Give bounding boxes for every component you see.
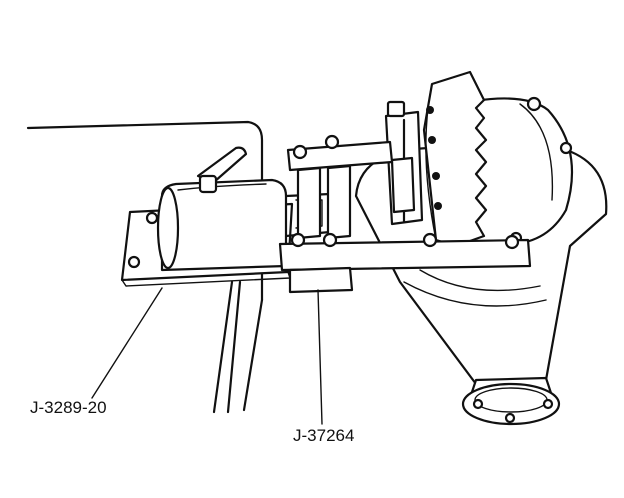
holding-fixture-frame xyxy=(26,120,264,414)
ring-gear xyxy=(422,70,488,248)
leader-j37264 xyxy=(317,289,323,425)
callout-label-j3289-20: J-3289-20 xyxy=(30,398,107,417)
mounting-foot xyxy=(461,376,561,426)
handle xyxy=(196,146,248,194)
callout-label-j37264: J-37264 xyxy=(293,426,355,445)
gear-bracket xyxy=(384,100,424,226)
lower-adapter-bar xyxy=(278,232,532,294)
upper-adapter-arm xyxy=(286,134,394,240)
leader-j3289 xyxy=(91,287,163,399)
callout-leaders xyxy=(91,287,323,425)
